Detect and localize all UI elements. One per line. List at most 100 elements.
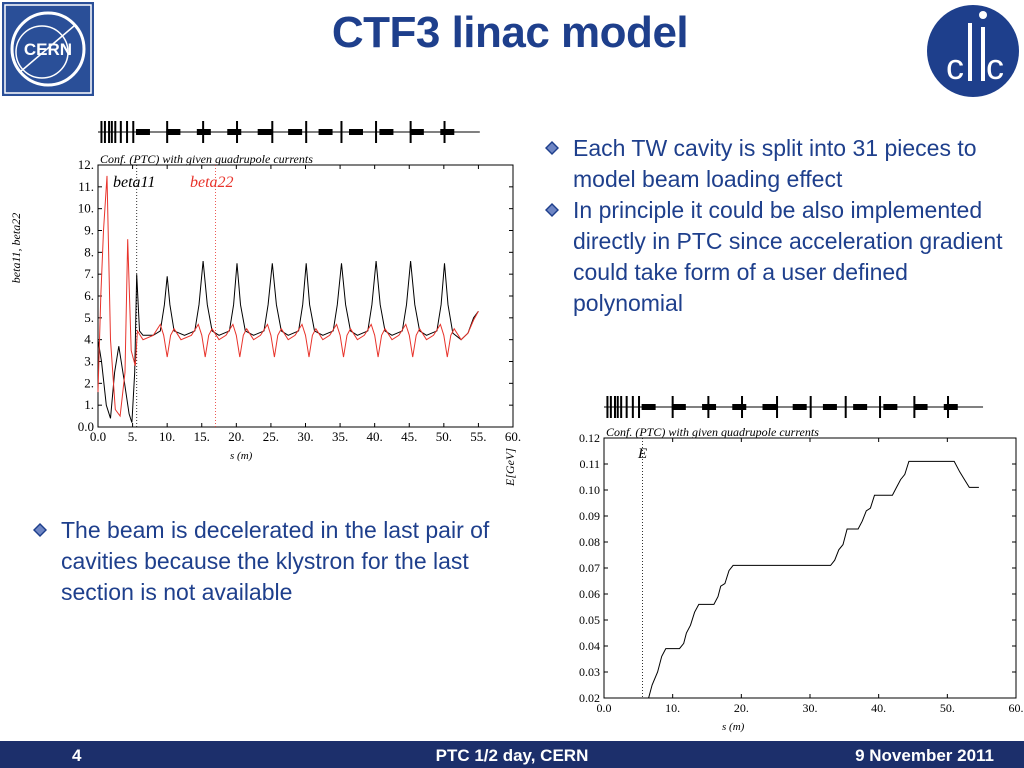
y-tick-label: 11. bbox=[78, 179, 94, 194]
quadrupole-mark bbox=[844, 396, 847, 418]
y-tick-label: 0.09 bbox=[579, 509, 600, 523]
cavity-block bbox=[166, 129, 181, 135]
x-tick-label: 10. bbox=[665, 701, 680, 715]
y-tick-label: 0.08 bbox=[579, 535, 600, 549]
x-tick-label: 45. bbox=[401, 429, 417, 444]
quadrupole-mark bbox=[114, 121, 117, 143]
cavity-block bbox=[257, 129, 272, 135]
clic-letter-1: c bbox=[946, 46, 964, 87]
x-tick-label: 5. bbox=[128, 429, 138, 444]
cavity-block bbox=[792, 404, 807, 410]
lattice-diagram bbox=[98, 121, 480, 143]
footer-bar: 4 PTC 1/2 day, CERN 9 November 2011 bbox=[0, 741, 1024, 768]
cavity-block bbox=[641, 404, 656, 410]
cern-logo: CERN bbox=[2, 2, 94, 96]
legend-beta22: beta22 bbox=[190, 174, 234, 191]
cavity-block bbox=[227, 129, 242, 135]
x-tick-label: 0.0 bbox=[597, 701, 612, 715]
quadrupole-mark bbox=[132, 121, 135, 143]
quadrupole-mark bbox=[606, 396, 609, 418]
quadrupole-mark bbox=[809, 396, 812, 418]
y-tick-label: 12. bbox=[78, 157, 94, 172]
beta-function-chart: Conf. (PTC) with given quadrupole curren… bbox=[9, 121, 521, 462]
x-tick-label: 15. bbox=[194, 429, 210, 444]
cavity-block bbox=[762, 404, 777, 410]
y-tick-label: 3. bbox=[84, 354, 94, 369]
quadrupole-mark bbox=[108, 121, 111, 143]
page-number: 4 bbox=[72, 746, 82, 765]
quadrupole-mark bbox=[613, 396, 616, 418]
cavity-block bbox=[196, 129, 211, 135]
y-tick-label: 4. bbox=[84, 332, 94, 347]
energy-x-axis-label: s (m) bbox=[722, 721, 745, 733]
x-tick-label: 20. bbox=[734, 701, 749, 715]
x-tick-label: 30. bbox=[803, 701, 818, 715]
quadrupole-mark bbox=[638, 396, 641, 418]
quadrupole-mark bbox=[305, 121, 308, 143]
cavity-block bbox=[135, 129, 150, 135]
x-tick-label: 0.0 bbox=[90, 429, 106, 444]
cavity-block bbox=[883, 404, 898, 410]
cavity-block bbox=[440, 129, 455, 135]
x-tick-label: 55. bbox=[470, 429, 486, 444]
series-line-E bbox=[648, 460, 979, 699]
y-tick-label: 0.06 bbox=[579, 587, 600, 601]
y-tick-label: 7. bbox=[84, 266, 94, 281]
quadrupole-mark bbox=[616, 396, 619, 418]
y-tick-label: 10. bbox=[78, 201, 94, 216]
diamond-bullet-icon bbox=[545, 141, 559, 155]
quadrupole-mark bbox=[340, 121, 343, 143]
quadrupole-mark bbox=[625, 396, 628, 418]
quadrupole-mark bbox=[776, 396, 779, 418]
beta-marker-lines bbox=[136, 165, 216, 427]
y-tick-label: 2. bbox=[84, 375, 94, 390]
y-tick-label: 0.11 bbox=[579, 457, 600, 471]
cavity-block bbox=[853, 404, 868, 410]
beta-y-axis-label: beta11, beta22 bbox=[9, 213, 23, 283]
quadrupole-mark bbox=[110, 121, 113, 143]
cavity-block bbox=[943, 404, 958, 410]
cavity-block bbox=[409, 129, 424, 135]
y-tick-label: 1. bbox=[84, 397, 94, 412]
bullet-text: The beam is decelerated in the last pair… bbox=[61, 517, 490, 605]
quadrupole-mark bbox=[100, 121, 103, 143]
x-tick-label: 25. bbox=[263, 429, 279, 444]
cavity-block bbox=[288, 129, 303, 135]
quadrupole-mark bbox=[631, 396, 634, 418]
cavity-block bbox=[671, 404, 686, 410]
cavity-block bbox=[379, 129, 394, 135]
cavity-block bbox=[348, 129, 363, 135]
beta-plot-frame bbox=[97, 164, 514, 428]
date-label: 9 November 2011 bbox=[855, 746, 994, 765]
clic-letter-4: c bbox=[986, 46, 1004, 87]
cavity-block bbox=[702, 404, 717, 410]
bullet-item: The beam is decelerated in the last pair… bbox=[25, 515, 525, 608]
bullet-text: In principle it could be also implemente… bbox=[573, 197, 1003, 316]
y-tick-label: 0.10 bbox=[579, 483, 600, 497]
cavity-block bbox=[318, 129, 333, 135]
x-tick-label: 40. bbox=[871, 701, 886, 715]
quadrupole-mark bbox=[620, 396, 623, 418]
x-tick-label: 50. bbox=[940, 701, 955, 715]
x-tick-label: 60. bbox=[505, 429, 521, 444]
cavity-block bbox=[913, 404, 928, 410]
bullet-item: In principle it could be also implemente… bbox=[537, 195, 1007, 319]
y-tick-label: 8. bbox=[84, 244, 94, 259]
energy-y-axis-label: E[GeV] bbox=[503, 448, 517, 487]
quadrupole-mark bbox=[609, 396, 612, 418]
y-tick-label: 6. bbox=[84, 288, 94, 303]
y-tick-label: 0.03 bbox=[579, 665, 600, 679]
energy-chart: Conf. (PTC) with given quadrupole curren… bbox=[503, 396, 1024, 733]
x-tick-label: 30. bbox=[297, 429, 313, 444]
cavity-block bbox=[822, 404, 837, 410]
energy-series-lines bbox=[648, 460, 979, 699]
y-tick-label: 9. bbox=[84, 223, 94, 238]
quadrupole-mark bbox=[119, 121, 122, 143]
quadrupole-mark bbox=[126, 121, 129, 143]
y-tick-label: 0.05 bbox=[579, 613, 600, 627]
x-tick-label: 40. bbox=[367, 429, 383, 444]
quadrupole-mark bbox=[879, 396, 882, 418]
y-tick-label: 5. bbox=[84, 310, 94, 325]
